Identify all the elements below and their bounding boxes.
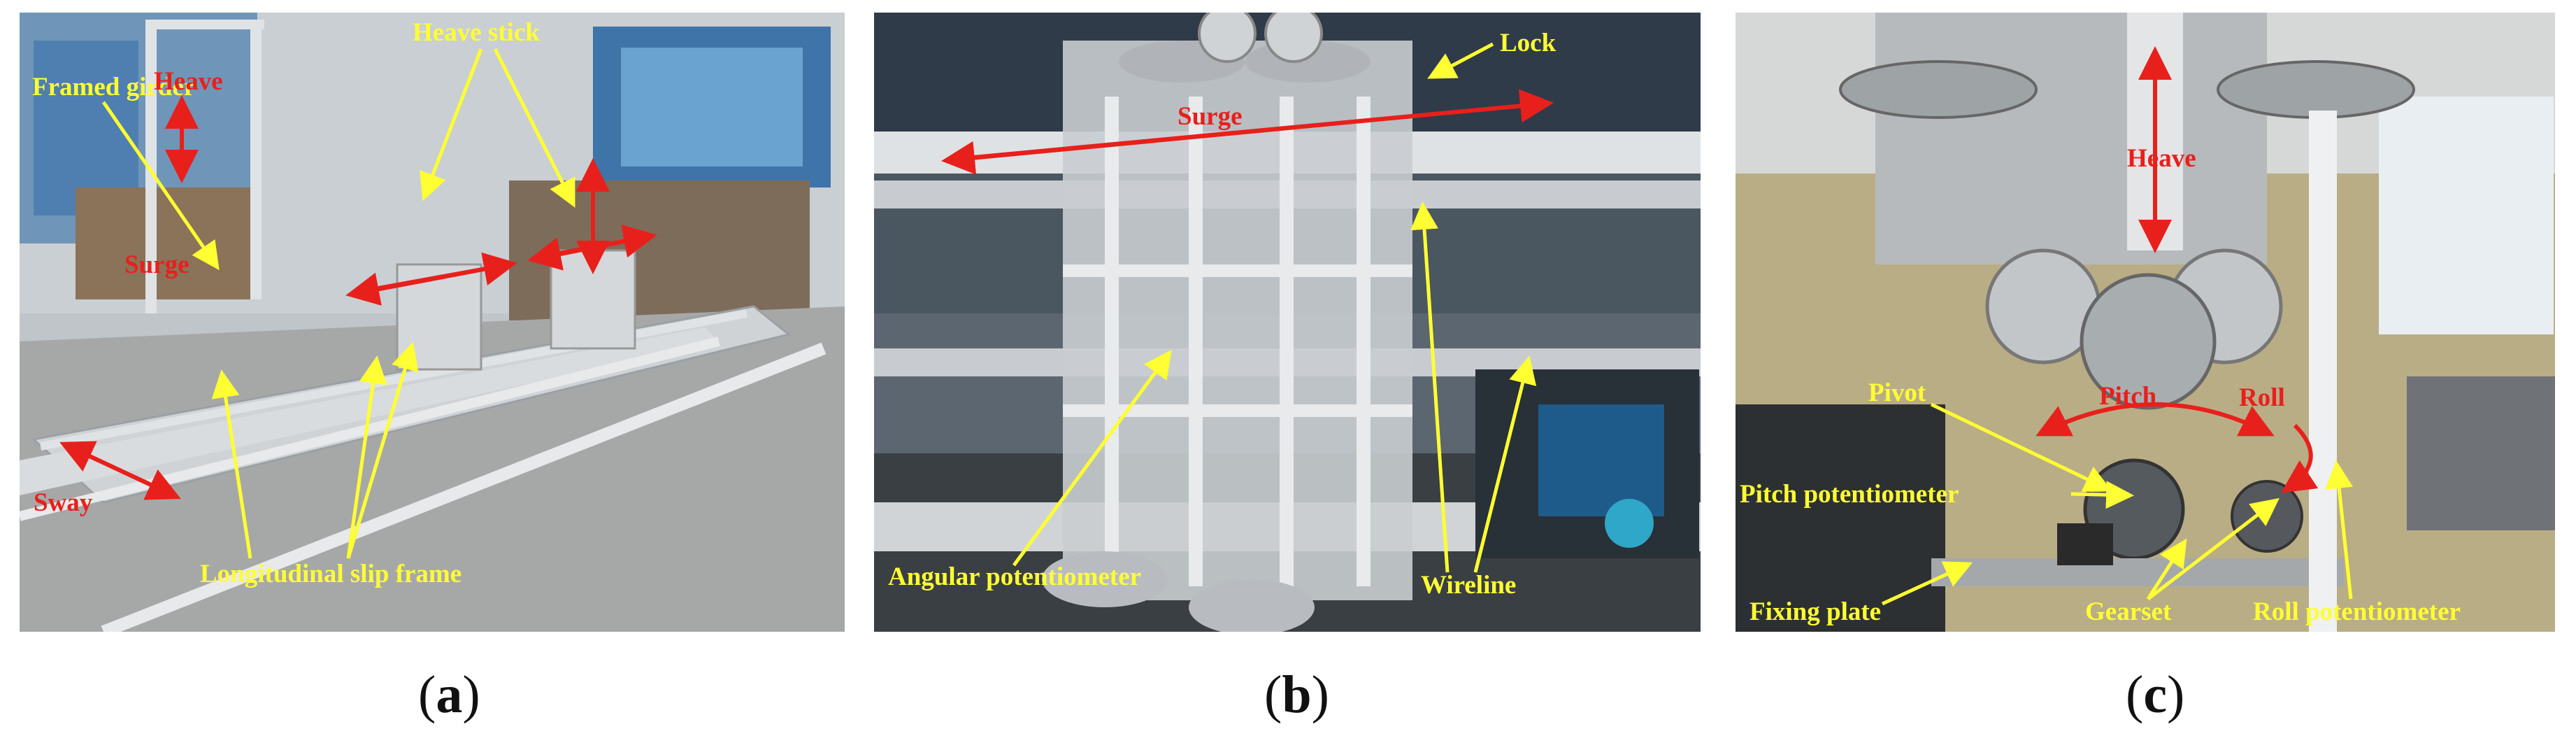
label-longitudinal-slip-frame: Longitudinal slip frame [200, 560, 461, 588]
label-gearset: Gearset [2085, 597, 2172, 626]
label-lock: Lock [1500, 29, 1557, 57]
label-heave: Heave [154, 67, 223, 96]
label-angular-potentiometer: Angular potentiometer [888, 562, 1141, 591]
motion-arrows-a [59, 95, 657, 500]
label-sway: Sway [34, 488, 93, 517]
label-roll: Roll [2239, 383, 2285, 412]
label-pitch-potentiometer: Pitch potentiometer [1740, 480, 1959, 509]
lab-photo-b: Lock Surge Angular potentiometer Wirelin… [874, 13, 1701, 632]
caption-a-letter: a [436, 665, 463, 724]
caption-b: (b) [1264, 665, 1329, 724]
label-fixing-plate: Fixing plate [1749, 597, 1881, 626]
lab-photo-a: Heave stick Framed girder Heave Surge Sw… [20, 13, 845, 632]
pointer-lines-b [1012, 42, 1537, 573]
label-heave: Heave [2127, 144, 2196, 173]
photo-panel-c: Heave Pivot Pitch Roll Pitch potentiomet… [1736, 13, 2555, 632]
caption-c-letter: c [2143, 665, 2168, 724]
pointer-lines-c [1881, 402, 2354, 606]
photo-panel-b: Lock Surge Angular potentiometer Wirelin… [874, 13, 1701, 632]
pointer-lines-a [101, 48, 575, 559]
label-roll-potentiometer: Roll potentiometer [2253, 597, 2461, 626]
caption-a: (a) [418, 665, 480, 724]
label-pivot: Pivot [1868, 378, 1926, 407]
caption-c: (c) [2126, 665, 2185, 724]
photo-panel-a: Heave stick Framed girder Heave Surge Sw… [20, 13, 845, 632]
lab-photo-c: Heave Pivot Pitch Roll Pitch potentiomet… [1736, 13, 2555, 632]
label-heave-stick: Heave stick [413, 18, 540, 47]
motion-arrows-b [941, 89, 1554, 175]
label-surge: Surge [124, 250, 189, 279]
label-wireline: Wireline [1421, 571, 1516, 600]
label-surge: Surge [1178, 102, 1243, 131]
motion-arrows-c [2035, 46, 2319, 493]
caption-b-letter: b [1282, 665, 1312, 724]
